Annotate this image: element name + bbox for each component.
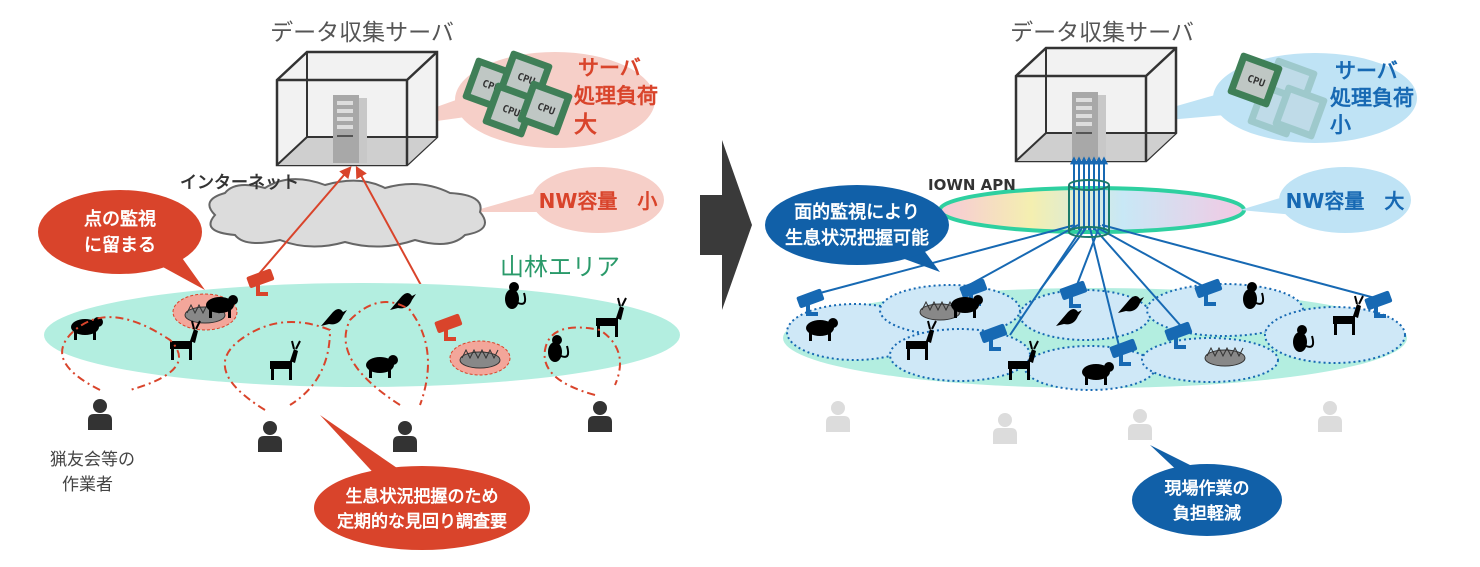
worker-label-line1: 猟友会等の <box>50 450 135 470</box>
area-monitoring-callout: 面的監視により 生息状況把握可能 <box>765 185 949 272</box>
left-current-system: データ収集サーバ CPU CPU CPU CPU サーバ 処理負荷 大 <box>38 20 680 550</box>
left-server-load-line1: サーバ <box>578 56 641 80</box>
person-icon <box>1318 401 1342 432</box>
left-forest-label: 山林エリア <box>500 253 620 281</box>
right-server-load-line2: 処理負荷 <box>1330 86 1414 110</box>
right-nw-capacity: NW容量 大 <box>1286 189 1405 213</box>
burden-line1: 現場作業の <box>1165 478 1250 499</box>
person-icon <box>826 401 850 432</box>
burden-reduction-callout: 現場作業の 負担軽減 <box>1132 445 1282 536</box>
left-nw-capacity: NW容量 小 <box>539 189 658 213</box>
fiber-bundle <box>1070 156 1108 230</box>
fiber-ring <box>1068 179 1110 238</box>
person-icon <box>1128 409 1152 440</box>
cpu-icon: CPU CPU CPU CPU <box>461 49 574 139</box>
point-monitoring-line2: に留まる <box>84 234 156 256</box>
right-server-title: データ収集サーバ <box>1010 20 1194 46</box>
data-upload-arrow <box>257 166 352 276</box>
person-icon <box>258 421 282 452</box>
workers-reduced <box>826 401 1342 444</box>
person-icon <box>88 399 112 430</box>
internet-label: インターネット <box>180 173 299 193</box>
area-monitoring-line2: 生息状況把握可能 <box>785 227 929 249</box>
patrol-line2: 定期的な見回り調査要 <box>337 511 507 532</box>
left-server-load-callout: CPU CPU CPU CPU サーバ 処理負荷 大 <box>372 49 658 148</box>
burden-line2: 負担軽減 <box>1173 503 1241 524</box>
left-nw-capacity-callout: NW容量 小 <box>470 167 664 233</box>
left-server-load-line2: 処理負荷 <box>574 84 658 108</box>
area-monitoring-line1: 面的監視により <box>794 201 920 223</box>
right-iown-system: データ収集サーバ CPU サーバ 処理負荷 小 IOWN APN NW容量 大 <box>765 20 1417 536</box>
patrol-line1: 生息状況把握のため <box>346 486 499 507</box>
server-icon <box>333 95 367 163</box>
right-server-load-line3: 小 <box>1330 113 1351 137</box>
iown-apn-network <box>938 186 1246 234</box>
person-icon <box>588 401 612 432</box>
cpu-icon: CPU <box>1226 51 1284 109</box>
iown-apn-label: IOWN APN <box>928 176 1016 194</box>
right-server-load-line1: サーバ <box>1335 59 1398 83</box>
right-nw-capacity-callout: NW容量 大 <box>1240 167 1411 233</box>
person-icon <box>393 421 417 452</box>
internet-cloud-icon <box>208 178 486 248</box>
server-icon <box>1072 92 1106 160</box>
patrol-route <box>61 301 621 411</box>
left-forest-area <box>44 283 680 387</box>
transition-arrow-icon <box>700 140 752 310</box>
point-monitoring-line1: 点の監視 <box>84 208 156 230</box>
left-server-load-line3: 大 <box>574 112 597 138</box>
worker-label-line2: 作業者 <box>62 475 113 495</box>
patrol-callout: 生息状況把握のため 定期的な見回り調査要 <box>314 415 530 550</box>
point-monitoring-callout: 点の監視 に留まる <box>38 190 205 290</box>
person-icon <box>993 413 1017 444</box>
left-server-title: データ収集サーバ <box>270 20 454 46</box>
